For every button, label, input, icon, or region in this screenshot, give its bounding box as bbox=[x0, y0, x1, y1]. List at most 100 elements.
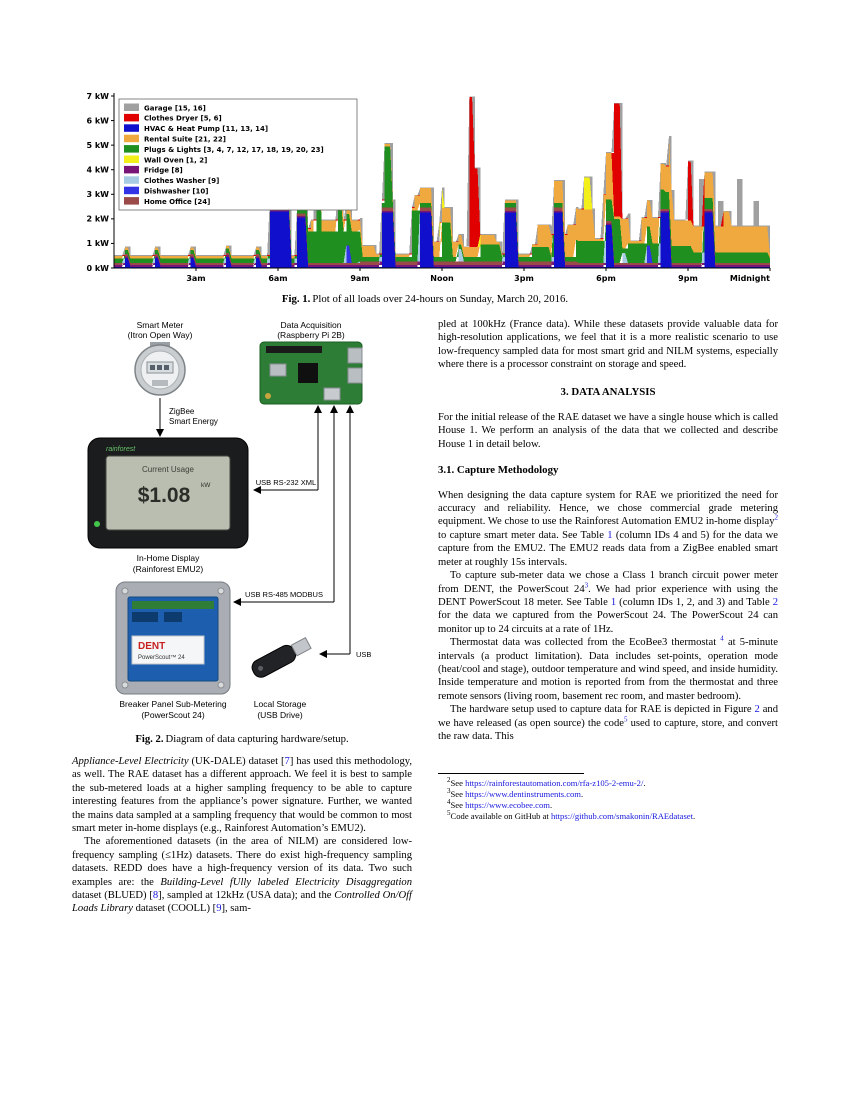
reference-link[interactable]: 2 bbox=[754, 704, 760, 716]
pi-sublabel: (Raspberry Pi 2B) bbox=[277, 330, 345, 340]
legend-swatch bbox=[124, 197, 139, 205]
footnote-rule bbox=[438, 773, 584, 775]
hardware-diagram: Smart Meter (Itron Open Way) Data Acquis… bbox=[87, 320, 371, 720]
text-run: and we have released (as open source) th… bbox=[438, 704, 779, 729]
pi-label: Data Acquisition bbox=[281, 320, 342, 330]
text-run: Building-Level fUlly labeled Electricity… bbox=[160, 876, 412, 888]
reference-link[interactable]: 1 bbox=[610, 596, 617, 608]
legend-label: Clothes Dryer [5, 6] bbox=[144, 115, 222, 123]
x-tick-label: 6pm bbox=[596, 274, 616, 283]
footnote-marker: 3 bbox=[447, 787, 451, 796]
zigbee-connection: ZigBee Smart Energy bbox=[156, 398, 218, 437]
raspberry-pi-icon bbox=[259, 341, 363, 405]
text-run: To capture sub-meter data we chose a Cla… bbox=[438, 570, 778, 595]
x-tick-label: 3am bbox=[186, 274, 205, 283]
reference-link[interactable]: https://github.com/smakonin/RAEdataset bbox=[550, 810, 694, 821]
text-run: (column IDs 1, 2, and 3) and Table bbox=[616, 596, 773, 608]
text-run: ], sampled at 12kHz (USA data); and the bbox=[158, 890, 335, 902]
reference-link[interactable]: https://rainforestautomation.com/rfa-z10… bbox=[465, 778, 644, 789]
usb-rs232-label: USB RS-232 XML bbox=[256, 478, 316, 487]
reference-link[interactable]: 2 bbox=[774, 513, 779, 522]
x-tick-label: 9pm bbox=[678, 274, 698, 283]
usb-rs485-connection: USB RS-485 MODBUS bbox=[233, 405, 338, 606]
section-heading: 3. DATA ANALYSIS bbox=[560, 385, 656, 398]
legend-label: Clothes Washer [9] bbox=[144, 177, 219, 185]
footnote: 5Code available on GitHub at https://git… bbox=[438, 808, 778, 822]
figure-1-caption: Fig. 1.Plot of all loads over 24-hours o… bbox=[0, 293, 850, 305]
reference-link[interactable]: 5 bbox=[623, 715, 628, 724]
legend-swatch bbox=[124, 103, 139, 111]
reference-link[interactable]: 2 bbox=[772, 596, 778, 608]
legend-swatch bbox=[124, 176, 139, 184]
reference-link[interactable]: 8 bbox=[152, 890, 159, 902]
text-run: The aforementioned datasets (in the area… bbox=[72, 836, 412, 888]
emu2-device-icon: rainforest Current Usage $1.08 kW bbox=[87, 437, 249, 549]
powerscout-label: Breaker Panel Sub-Metering bbox=[119, 699, 227, 709]
reference-link[interactable]: https://www.ecobee.com bbox=[465, 799, 550, 810]
footnotes: 2See https://rainforestautomation.com/rf… bbox=[438, 773, 778, 821]
legend-label: Plugs & Lights [3, 4, 7, 12, 17, 18, 19,… bbox=[144, 146, 324, 154]
x-tick-label: 6am bbox=[268, 274, 287, 283]
paragraph: To capture sub-meter data we chose a Cla… bbox=[438, 569, 778, 636]
usb-drive-icon bbox=[251, 637, 312, 678]
legend-label: Home Office [24] bbox=[144, 198, 210, 206]
y-tick-label: 2 kW bbox=[87, 215, 110, 224]
paragraph: pled at 100kHz (France data). While thes… bbox=[438, 318, 778, 372]
figure-2: Smart Meter (Itron Open Way) Data Acquis… bbox=[72, 318, 412, 725]
emu2-brand: rainforest bbox=[106, 446, 136, 453]
left-column-text: Appliance-Level Electricity (UK-DALE) da… bbox=[72, 755, 412, 916]
series-area bbox=[114, 111, 770, 263]
emu2-screen-value: $1.08 bbox=[138, 484, 191, 507]
text-run: Controlled On/Off Loads Library bbox=[72, 890, 413, 915]
powerscout-brand: DENT bbox=[138, 641, 165, 652]
text-run: . We had prior experience with using the… bbox=[438, 583, 778, 608]
right-column-text: pled at 100kHz (France data). While thes… bbox=[438, 318, 778, 822]
footnote-marker: 5 bbox=[447, 808, 451, 817]
reference-link[interactable]: https://www.dentinstruments.com bbox=[465, 789, 581, 800]
text-run: See bbox=[450, 799, 466, 810]
text-run: Thermostat data was collected from the E… bbox=[450, 637, 721, 649]
reference-link[interactable]: 1 bbox=[607, 529, 613, 541]
text-run: Code available on GitHub at bbox=[450, 810, 551, 821]
paragraph: For the initial release of the RAE datas… bbox=[438, 411, 778, 451]
emu2-sublabel: (Rainforest EMU2) bbox=[133, 564, 204, 574]
footnote: 4See https://www.ecobee.com. bbox=[438, 798, 778, 811]
text-run: (column IDs 4 and 5) for the data we cap… bbox=[438, 529, 778, 568]
zigbee-sublabel: Smart Energy bbox=[169, 417, 218, 426]
y-tick-label: 4 kW bbox=[87, 166, 110, 175]
legend-swatch bbox=[124, 134, 139, 143]
legend-label: Garage [15, 16] bbox=[144, 104, 206, 112]
usb-rs232-connection: USB RS-232 XML bbox=[253, 405, 322, 494]
usb-drive-sublabel: (USB Drive) bbox=[257, 710, 303, 720]
footnote-marker: 4 bbox=[447, 798, 451, 807]
text-run: . bbox=[549, 799, 553, 810]
reference-link[interactable]: 4 bbox=[720, 634, 724, 643]
usb-connection: USB bbox=[319, 405, 371, 659]
left-column: Smart Meter (Itron Open Way) Data Acquis… bbox=[72, 318, 412, 916]
usb-rs485-label: USB RS-485 MODBUS bbox=[245, 590, 323, 599]
y-tick-label: 6 kW bbox=[87, 116, 110, 125]
text-run: ] has used this methodology, as well. Th… bbox=[72, 756, 413, 835]
emu2-label: In-Home Display bbox=[137, 553, 201, 563]
text-run: When designing the data capture system f… bbox=[438, 489, 778, 528]
emu2-screen-title: Current Usage bbox=[142, 465, 195, 474]
y-tick-label: 0 kW bbox=[87, 264, 110, 273]
legend-label: HVAC & Heat Pump [11, 13, 14] bbox=[144, 125, 268, 133]
text-run: to capture smart meter data. See Table bbox=[438, 529, 608, 541]
x-tick-label: Noon bbox=[430, 274, 454, 283]
usb-drive-label: Local Storage bbox=[254, 699, 307, 709]
reference-link[interactable]: 7 bbox=[284, 756, 290, 767]
text-run: The hardware setup used to capture data … bbox=[450, 704, 755, 716]
reference-link[interactable]: 9 bbox=[216, 903, 222, 915]
y-tick-label: 3 kW bbox=[87, 190, 110, 199]
legend-box bbox=[118, 98, 358, 211]
x-tick-label: 9am bbox=[350, 274, 369, 283]
text-run: at 5-minute intervals (a product limitat… bbox=[438, 637, 778, 702]
reference-link[interactable]: 3 bbox=[584, 580, 589, 589]
powerscout-model: PowerScout™ 24 bbox=[138, 654, 185, 661]
figure-2-caption-text: Diagram of data capturing hardware/setup… bbox=[165, 733, 349, 745]
text-run: dataset (BLUED) [ bbox=[72, 890, 153, 902]
text-run: ], sam- bbox=[221, 903, 251, 915]
